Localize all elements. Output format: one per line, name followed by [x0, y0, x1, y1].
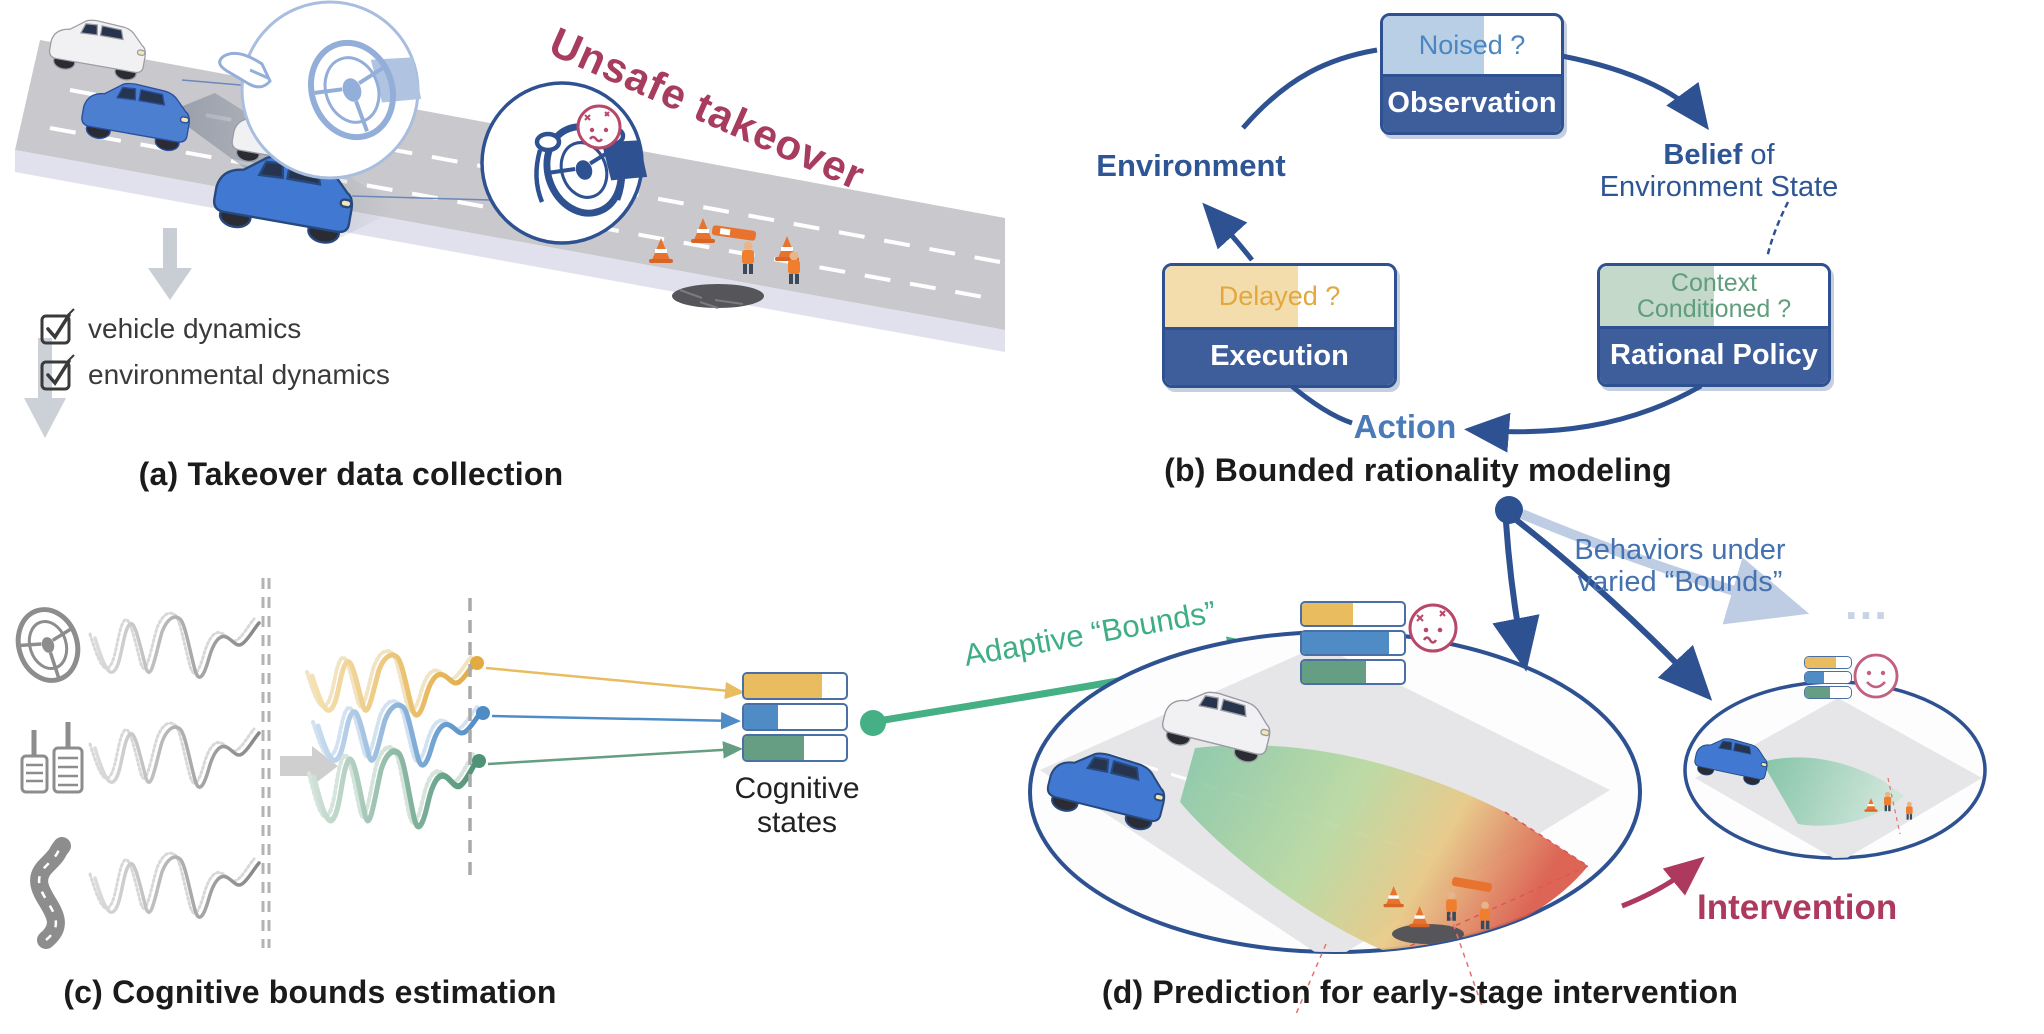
caption-a: (a) Takeover data collection	[138, 456, 564, 492]
policy-label: Rational Policy	[1600, 326, 1828, 384]
intervention-label: Intervention	[1697, 888, 1898, 927]
early-bar-1	[1804, 656, 1852, 669]
execution-label: Execution	[1165, 327, 1394, 385]
happy-face-icon	[1853, 653, 1899, 699]
early-bar-2	[1804, 671, 1852, 684]
right-arrow-icon	[280, 746, 338, 786]
late-bar-2	[1300, 630, 1406, 656]
late-bar-1	[1300, 601, 1406, 627]
takeover-wheel-inset	[480, 81, 648, 245]
down-arrow-icon	[148, 228, 192, 300]
caption-c: (c) Cognitive bounds estimation	[63, 974, 557, 1010]
cognitive-signals	[15, 578, 1286, 949]
cognitive-bar-1	[742, 672, 848, 700]
execution-tag: Delayed ?	[1165, 266, 1394, 327]
late-bar-3	[1300, 659, 1406, 685]
caption-b: (b) Bounded rationality modeling	[1164, 452, 1672, 488]
roadwork-zone	[649, 218, 800, 309]
pedals-icon	[20, 722, 84, 794]
environment-label: Environment	[1096, 148, 1286, 183]
varied-bounds-arrow	[1520, 509, 1810, 625]
prediction-scenes	[1028, 496, 1987, 1015]
checkbox-icon	[40, 307, 76, 345]
late-state-bars	[1300, 601, 1406, 685]
early-state-bars	[1804, 656, 1852, 699]
pointing-hand-icon	[218, 51, 272, 89]
steering-wheel-icon	[15, 607, 81, 683]
bounds-origin-dot	[860, 710, 886, 736]
stressed-face-icon	[1408, 603, 1458, 653]
rationality-cycle-arrows	[1202, 47, 1790, 453]
automation-wheel-inset	[218, 0, 422, 180]
checklist-item-environment: environmental dynamics	[88, 359, 390, 390]
cognitive-bar-3	[742, 734, 848, 762]
observation-box: Noised ? Observation	[1380, 13, 1564, 135]
rational-policy-box: Context Conditioned ? Rational Policy	[1597, 263, 1831, 387]
cognitive-state-bars	[742, 672, 848, 762]
action-label: Action	[1353, 408, 1457, 445]
intervention-arrow	[1621, 856, 1705, 909]
ellipsis-label: …	[1843, 577, 1894, 629]
policy-tag: Context Conditioned ?	[1600, 266, 1828, 326]
belief-label: Belief of Environment State	[1599, 139, 1839, 203]
branch-arrow-left	[1492, 521, 1540, 672]
road-curvature-icon	[30, 837, 71, 949]
caption-d: (d) Prediction for early-stage intervent…	[1101, 974, 1739, 1010]
checklist-item-vehicle: vehicle dynamics	[88, 313, 302, 344]
early-bar-3	[1804, 686, 1852, 699]
cognitive-bar-2	[742, 703, 848, 731]
worried-face-icon	[576, 104, 622, 150]
observation-tag: Noised ?	[1383, 16, 1561, 74]
branch-arrow-right	[1513, 516, 1713, 701]
observation-label: Observation	[1383, 74, 1561, 132]
behavior-origin-dot	[1495, 496, 1523, 524]
execution-box: Delayed ? Execution	[1162, 263, 1397, 388]
takeover-road-scene	[15, 0, 1005, 438]
